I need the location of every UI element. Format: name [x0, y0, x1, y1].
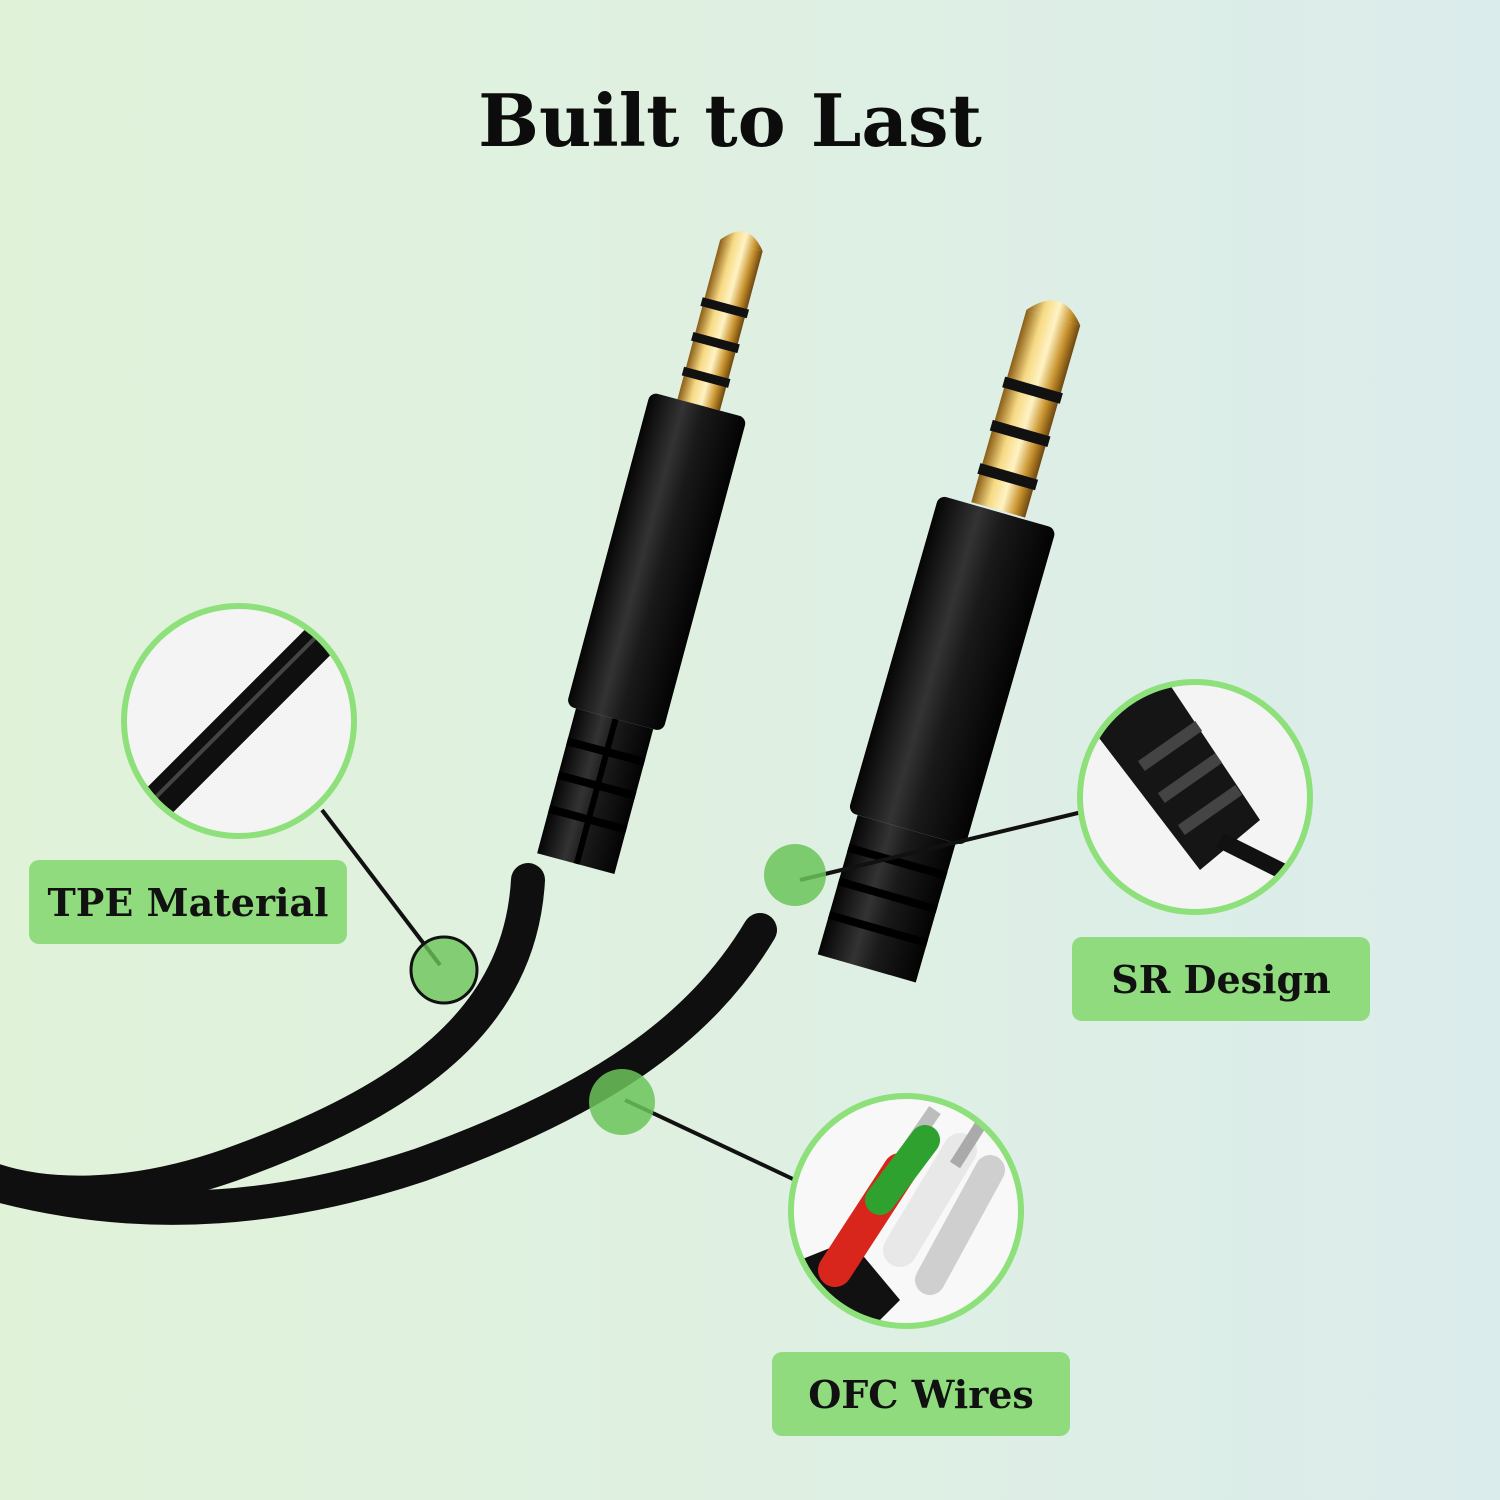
marker-sr — [764, 844, 826, 906]
ofc-wires-label: OFC Wires — [772, 1352, 1070, 1436]
marker-tpe — [409, 935, 479, 1005]
copper-wires-detail-icon — [788, 1093, 1024, 1329]
marker-ofc — [589, 1069, 655, 1135]
page-title: Built to Last — [478, 78, 982, 163]
cable-detail-icon — [121, 603, 357, 839]
sr-design-label: SR Design — [1072, 937, 1370, 1021]
strain-relief-detail-icon — [1077, 679, 1313, 915]
left-audio-plug — [537, 231, 763, 874]
tpe-material-label: TPE Material — [29, 860, 347, 944]
right-audio-plug — [817, 300, 1081, 983]
cable-right — [0, 913, 777, 1225]
